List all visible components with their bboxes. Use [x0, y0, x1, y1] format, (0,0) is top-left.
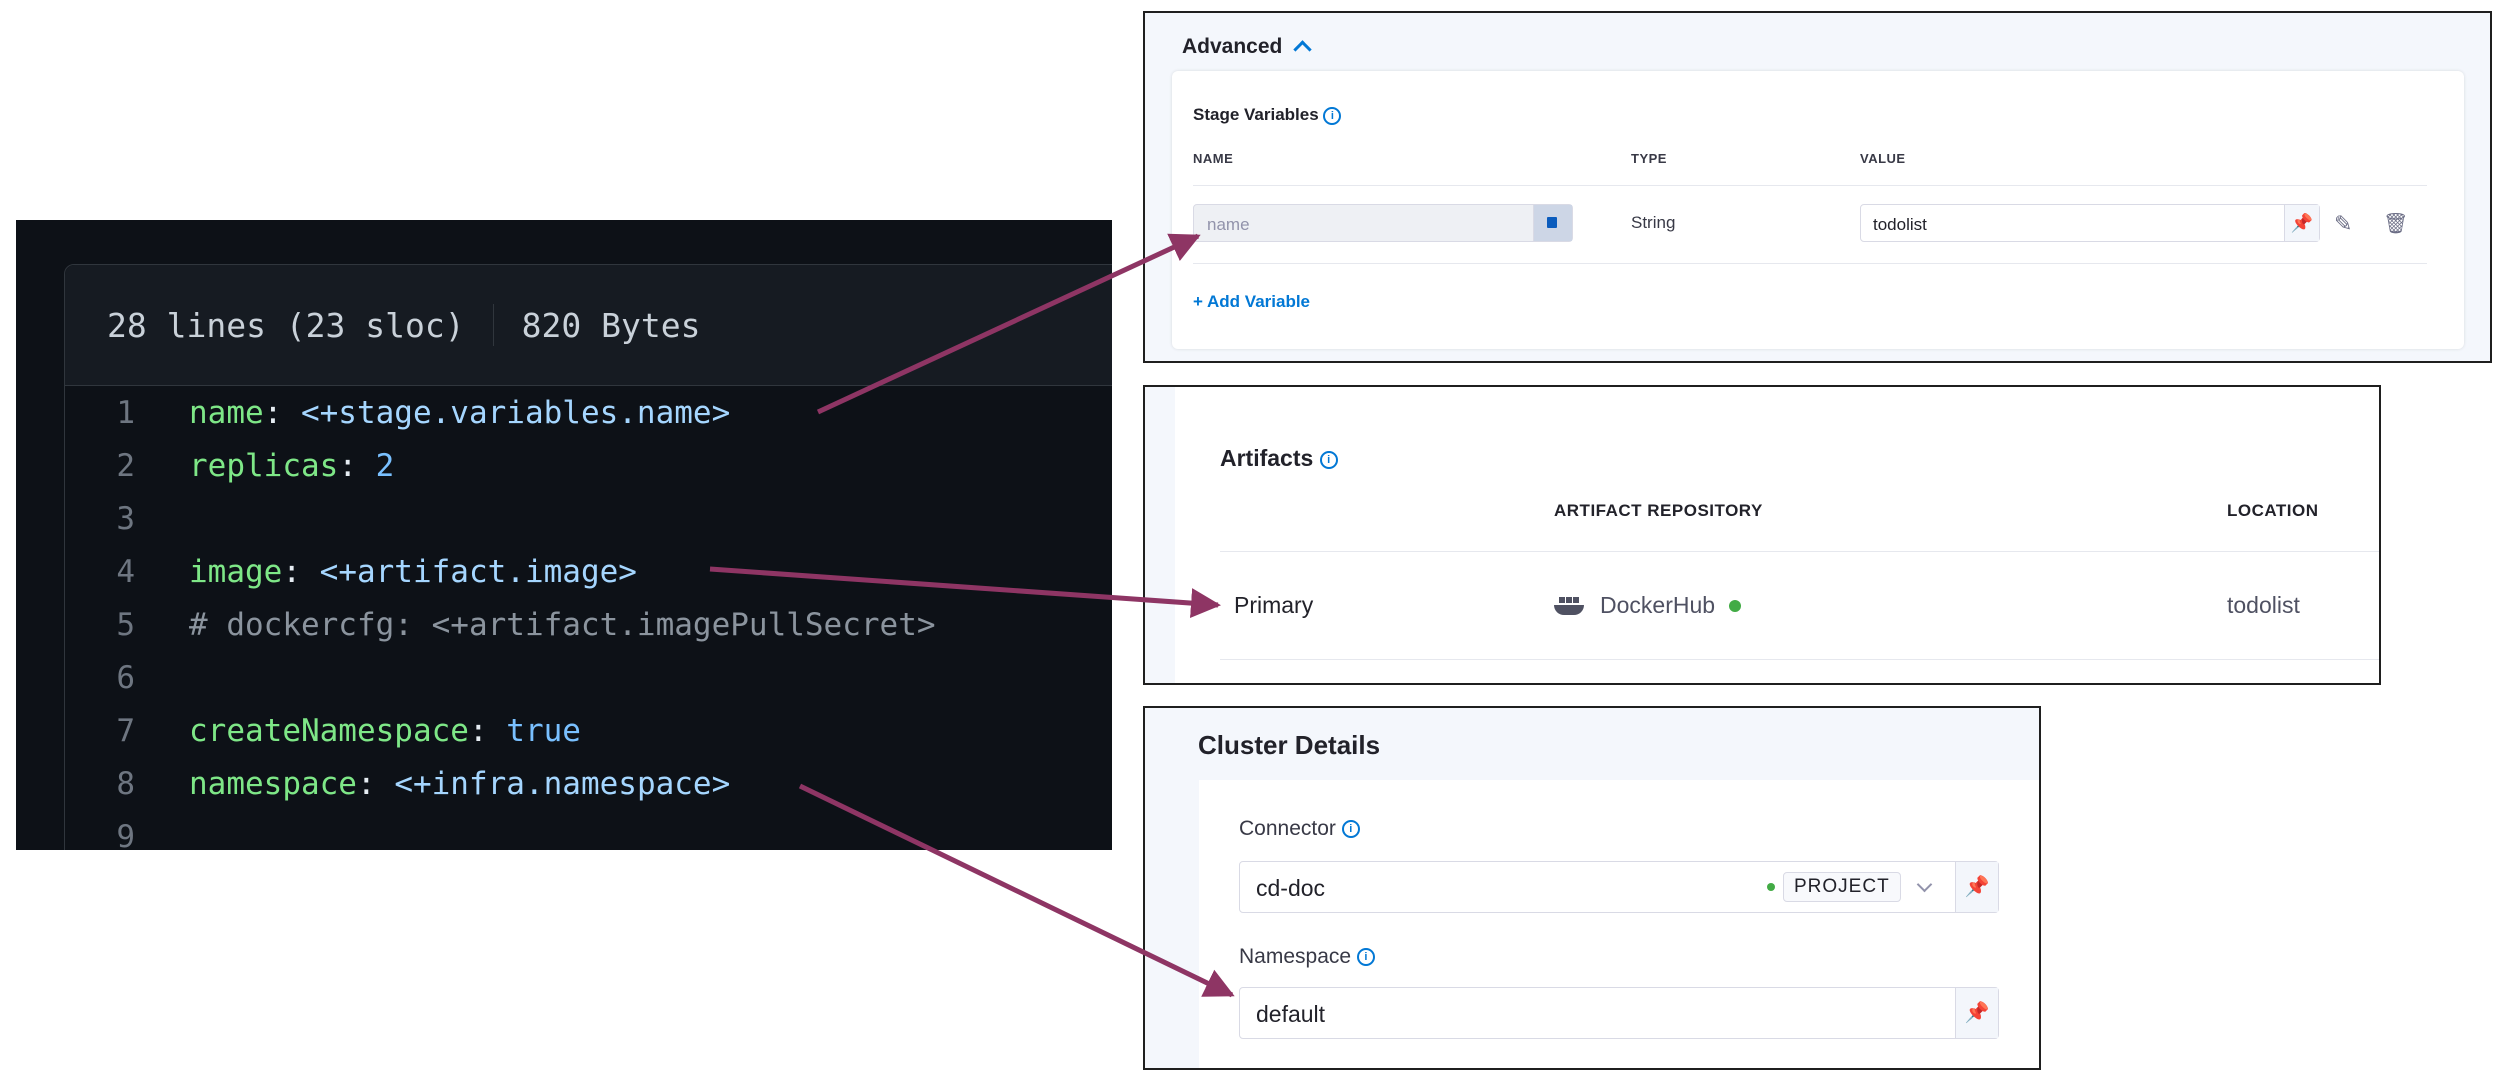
- row-divider: [1193, 185, 2427, 186]
- yaml-key: namespace: [189, 765, 357, 802]
- info-icon[interactable]: i: [1356, 948, 1375, 967]
- connector-label-row: Connector i: [1239, 817, 1360, 841]
- line-number: 2: [116, 447, 135, 484]
- artifacts-title: Artifacts: [1220, 445, 1314, 471]
- code-line: 7 createNamespace: true: [65, 704, 1112, 757]
- connected-status-dot: [1767, 883, 1775, 891]
- yaml-key: name: [189, 394, 264, 431]
- yaml-comment: # dockercfg: <+artifact.imagePullSecret>: [189, 606, 936, 643]
- line-number: 4: [116, 553, 135, 590]
- scope-badge: PROJECT: [1783, 872, 1901, 902]
- yaml-value: <+infra.namespace>: [394, 765, 731, 802]
- variable-type: String: [1631, 213, 1676, 232]
- line-number: 3: [116, 500, 135, 537]
- pin-icon[interactable]: 📌: [1955, 862, 1998, 912]
- artifacts-heading: Artifacts i: [1220, 445, 1338, 472]
- variable-name-placeholder: name: [1207, 215, 1250, 234]
- row-divider: [1193, 263, 2427, 264]
- pin-icon[interactable]: 📌: [1955, 988, 1998, 1038]
- docker-icon: [1554, 596, 1584, 615]
- code-lines: 1 name: <+stage.variables.name> 2 replic…: [65, 386, 1112, 851]
- file-size: 820 Bytes: [521, 305, 701, 345]
- info-icon[interactable]: i: [1323, 106, 1342, 125]
- connector-value: cd-doc: [1256, 875, 1326, 901]
- header-divider: [492, 304, 494, 346]
- edit-icon[interactable]: ✎: [2334, 211, 2353, 236]
- yaml-value: <+stage.variables.name>: [300, 394, 731, 431]
- cluster-details-card: Connector i cd-doc PROJECT 📌 Namespace i…: [1199, 780, 2039, 1068]
- code-viewer: 28 lines (23 sloc) 820 Bytes 1 name: <+s…: [16, 220, 1112, 850]
- pin-icon[interactable]: 📌: [2284, 205, 2319, 241]
- info-icon[interactable]: i: [1319, 450, 1338, 469]
- stage-variables-card: Stage Variables i NAME TYPE VALUE name S…: [1172, 71, 2464, 349]
- code-line: 8 namespace: <+infra.namespace>: [65, 757, 1112, 810]
- file-lines-info: 28 lines (23 sloc): [107, 305, 465, 345]
- line-number: 9: [116, 818, 135, 851]
- namespace-label: Namespace: [1239, 945, 1352, 968]
- yaml-value: <+artifact.image>: [319, 553, 637, 590]
- yaml-value: 2: [375, 447, 395, 484]
- line-number: 1: [116, 394, 135, 431]
- advanced-toggle[interactable]: Advanced: [1182, 35, 1313, 59]
- line-number: 7: [116, 712, 135, 749]
- artifact-repository: DockerHub: [1554, 592, 1742, 619]
- connected-status-dot: [1729, 599, 1742, 612]
- stage-variables-title: Stage Variables: [1193, 105, 1319, 124]
- cluster-details-panel: Cluster Details Connector i cd-doc PROJE…: [1143, 706, 2041, 1070]
- add-variable-button[interactable]: + Add Variable: [1193, 292, 1310, 311]
- variable-name-input[interactable]: name: [1193, 204, 1573, 242]
- namespace-label-row: Namespace i: [1239, 945, 1375, 969]
- delete-icon[interactable]: 🗑: [2383, 213, 2409, 235]
- row-divider: [1220, 551, 2379, 552]
- artifact-location: todolist: [2227, 592, 2300, 618]
- column-header-type: TYPE: [1631, 151, 1667, 166]
- line-number: 8: [116, 765, 135, 802]
- yaml-key: createNamespace: [189, 712, 469, 749]
- code-line: 5 # dockercfg: <+artifact.imagePullSecre…: [65, 598, 1112, 651]
- line-number: 6: [116, 659, 135, 696]
- code-line: 3: [65, 492, 1112, 545]
- advanced-panel: Advanced Stage Variables i NAME TYPE VAL…: [1143, 11, 2492, 363]
- code-line: 1 name: <+stage.variables.name>: [65, 386, 1112, 439]
- copy-icon[interactable]: [1533, 205, 1572, 241]
- code-file-box: 28 lines (23 sloc) 820 Bytes 1 name: <+s…: [64, 264, 1112, 850]
- code-line: 9: [65, 810, 1112, 851]
- variable-value: todolist: [1873, 215, 1927, 234]
- chevron-down-icon[interactable]: [1916, 876, 1932, 892]
- artifact-repository-name: DockerHub: [1600, 592, 1716, 618]
- column-header-value: VALUE: [1860, 151, 1906, 166]
- code-line: 4 image: <+artifact.image>: [65, 545, 1112, 598]
- column-header-location: LOCATION: [2227, 501, 2319, 520]
- connector-scope: PROJECT: [1767, 872, 1932, 902]
- column-header-artifact-repository: ARTIFACT REPOSITORY: [1554, 501, 1763, 520]
- code-line: 2 replicas: 2: [65, 439, 1112, 492]
- code-line: 6: [65, 651, 1112, 704]
- artifacts-card: [1175, 387, 2379, 683]
- connector-label: Connector: [1239, 817, 1336, 840]
- chevron-up-icon: [1293, 40, 1313, 59]
- advanced-title: Advanced: [1182, 35, 1283, 58]
- artifact-type: Primary: [1234, 592, 1314, 618]
- stage-variables-heading: Stage Variables i: [1193, 105, 1342, 125]
- column-header-name: NAME: [1193, 151, 1234, 166]
- connector-select[interactable]: cd-doc PROJECT 📌: [1239, 861, 1999, 913]
- yaml-value: true: [506, 712, 581, 749]
- yaml-key: image: [189, 553, 283, 590]
- code-file-header: 28 lines (23 sloc) 820 Bytes: [65, 265, 1112, 386]
- cluster-details-title: Cluster Details: [1198, 730, 1381, 760]
- variable-value-input[interactable]: todolist 📌: [1860, 204, 2320, 242]
- namespace-value: default: [1256, 1001, 1326, 1027]
- line-number: 5: [116, 606, 135, 643]
- artifacts-panel: Artifacts i ARTIFACT REPOSITORY LOCATION…: [1143, 385, 2381, 685]
- info-icon[interactable]: i: [1341, 820, 1360, 839]
- namespace-input[interactable]: default 📌: [1239, 987, 1999, 1039]
- yaml-key: replicas: [189, 447, 339, 484]
- row-divider: [1220, 659, 2379, 660]
